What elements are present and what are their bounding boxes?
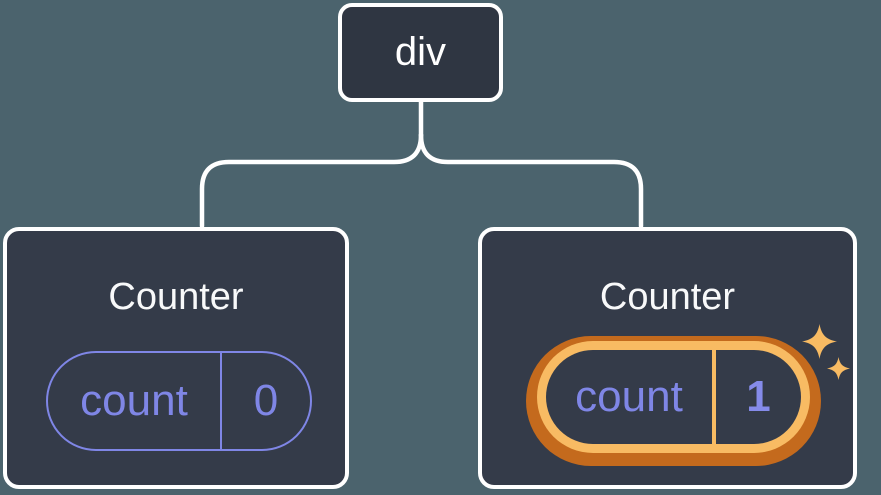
state-pill-highlight-ring-inner: count 1 [537, 341, 810, 453]
state-value-label: 1 [746, 372, 771, 421]
connector-branch-right [418, 132, 644, 229]
tree-node-div: div [338, 3, 503, 102]
sparkle-icon [802, 324, 837, 359]
state-key-label: count [546, 350, 716, 444]
state-value-label: 0 [253, 376, 279, 425]
tree-node-div-label: div [394, 30, 447, 74]
state-key-label: count [48, 353, 222, 449]
sparkle-icon [827, 357, 850, 380]
counter-card-right: Counter count 1 [478, 227, 857, 489]
state-pill-right: count 1 [546, 350, 801, 444]
state-pill-highlight-ring: count 1 [526, 336, 821, 466]
counter-card-right-title: Counter [599, 276, 736, 318]
counter-card-left: Counter count 0 [3, 227, 349, 489]
counter-card-left-title: Counter [108, 276, 244, 318]
connector-branch-left [199, 132, 424, 229]
state-pill-left: count 0 [46, 351, 312, 451]
